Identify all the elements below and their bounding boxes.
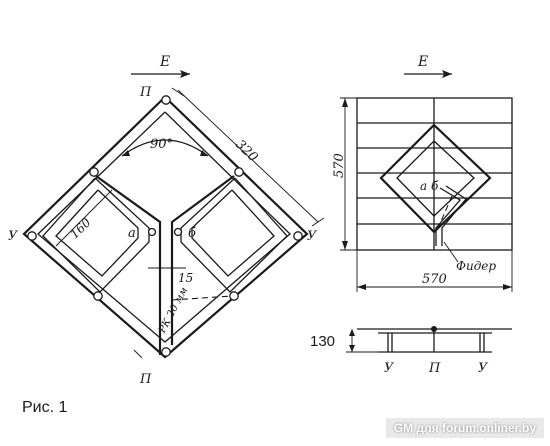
point-b-left: б	[188, 226, 196, 241]
direction-label-right: E	[417, 54, 428, 70]
feeder-label: Фидер	[456, 259, 496, 273]
points-label-right: а б	[420, 179, 439, 193]
left-label-left: У	[8, 229, 19, 244]
figure-caption: Рис. 1	[22, 399, 68, 416]
direction-label-left: E	[159, 54, 170, 70]
left-label-bottom: У	[384, 361, 395, 376]
right-view: E а б Фидер 570 570	[332, 54, 513, 292]
height-dimension-bottom: 130	[310, 333, 335, 350]
bottom-label-left: П	[139, 372, 152, 387]
width-dimension-right: 570	[422, 272, 447, 287]
cable-label: РК 20 мм	[157, 285, 191, 335]
top-label-left: П	[139, 85, 152, 100]
bottom-view: 130 У П У	[310, 326, 512, 376]
side-dimension: 320	[232, 137, 260, 165]
gap-dimension: 15	[178, 271, 193, 285]
center-label-bottom: П	[428, 361, 441, 376]
right-label-bottom: У	[478, 361, 489, 376]
watermark: GM для forum.onliner.by	[385, 418, 544, 438]
left-view: E 90° 320 160 15 РК	[8, 54, 325, 387]
angle-label: 90°	[150, 137, 173, 152]
point-a-left: а	[128, 226, 136, 241]
right-label-left: У	[307, 229, 318, 244]
height-dimension-right: 570	[332, 153, 347, 178]
